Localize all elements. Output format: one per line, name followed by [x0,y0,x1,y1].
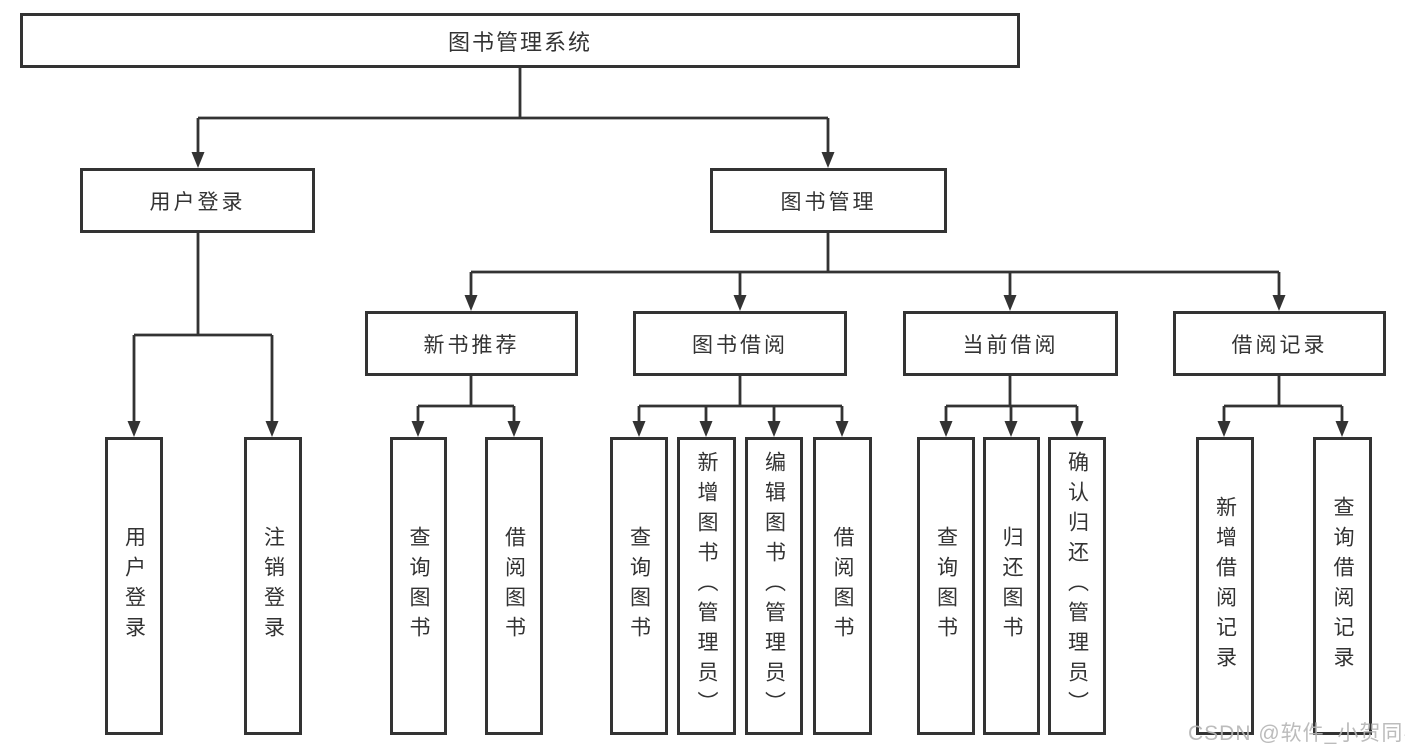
node-new-book-recommend: 新书推荐 [365,311,578,376]
leaf-confirm-return-admin: 确认归还（管理员） [1048,437,1106,735]
node-label: 借阅图书 [831,526,855,646]
node-label: 用户登录 [149,190,246,214]
node-label: 新增借阅记录 [1213,496,1237,676]
node-borrow-record: 借阅记录 [1173,311,1386,376]
leaf-query-book-newbook: 查询图书 [390,437,447,735]
leaf-borrow-book-borrow: 借阅图书 [813,437,872,735]
leaf-add-borrow-record: 新增借阅记录 [1196,437,1254,735]
node-label: 图书管理 [780,190,877,214]
leaf-borrow-book-newbook: 借阅图书 [485,437,543,735]
node-label: 查询图书 [934,526,958,646]
leaf-query-borrow-record: 查询借阅记录 [1313,437,1372,735]
node-label: 编辑图书（管理员） [762,451,786,721]
node-label: 确认归还（管理员） [1065,451,1089,721]
leaf-return-book: 归还图书 [983,437,1040,735]
node-label: 借阅图书 [502,526,526,646]
node-label: 图书借阅 [692,333,788,357]
leaf-logout-login: 注销登录 [244,437,302,735]
leaf-edit-book-admin: 编辑图书（管理员） [745,437,803,735]
csdn-watermark: CSDN @软件_小贺同学 [1188,722,1405,745]
node-user-login: 用户登录 [80,168,315,233]
node-label: 查询借阅记录 [1331,496,1355,676]
leaf-query-book-borrow: 查询图书 [610,437,668,735]
node-label: 当前借阅 [962,333,1059,357]
leaf-user-login: 用户登录 [105,437,163,735]
node-current-borrow: 当前借阅 [903,311,1118,376]
node-label: 新书推荐 [423,333,520,357]
node-label: 归还图书 [1000,526,1024,646]
node-library-management-system: 图书管理系统 [20,13,1020,68]
node-label: 用户登录 [122,526,146,646]
node-label: 注销登录 [261,526,285,646]
node-book-management: 图书管理 [710,168,947,233]
node-label: 查询图书 [627,526,651,646]
node-label: 新增图书（管理员） [695,451,719,721]
leaf-add-book-admin: 新增图书（管理员） [677,437,736,735]
leaf-query-book-current: 查询图书 [917,437,975,735]
node-label: 查询图书 [407,526,431,646]
node-book-borrow: 图书借阅 [633,311,847,376]
node-label: 图书管理系统 [447,29,592,55]
node-label: 借阅记录 [1231,333,1328,357]
